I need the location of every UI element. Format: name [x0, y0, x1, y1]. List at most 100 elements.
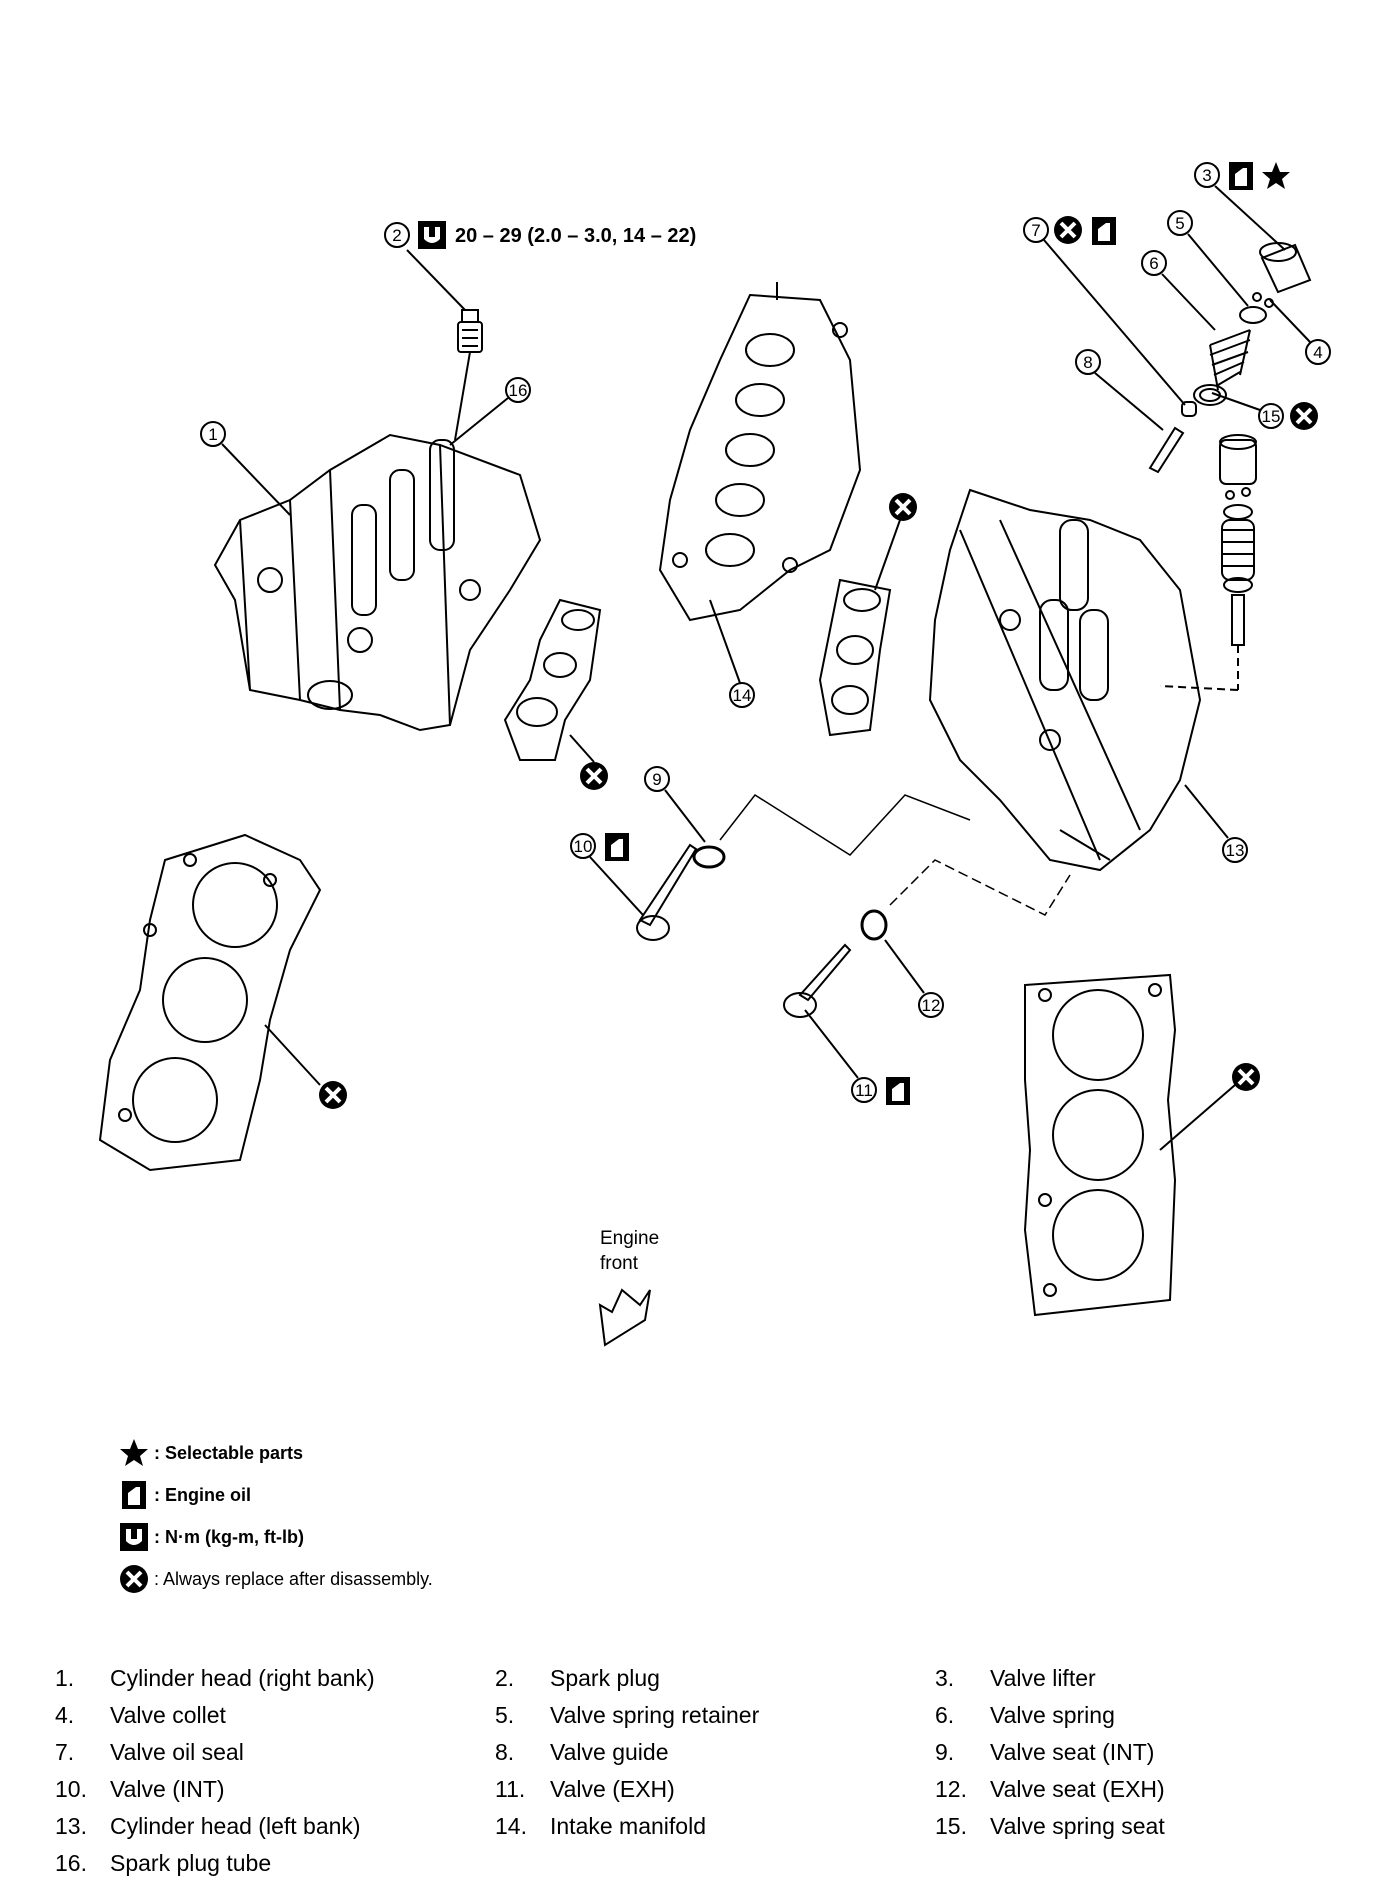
callout-15: 15 — [1211, 392, 1320, 432]
callout-6: 6 — [1141, 250, 1216, 331]
replace-x-icon — [578, 760, 610, 792]
callout-16: 16 — [449, 377, 531, 446]
valve-spring-seat — [1193, 384, 1227, 406]
svg-text:16: 16 — [509, 381, 528, 400]
valve-seat-int — [692, 845, 726, 869]
list-item-row: 7.Valve oil seal 8.Valve guide 9.Valve s… — [55, 1734, 1375, 1771]
callout-8: 8 — [1075, 349, 1164, 431]
replace-x-icon — [317, 1079, 349, 1111]
intake-gasket-left — [818, 578, 892, 737]
callout-10: 10 — [570, 833, 644, 916]
intake-manifold — [658, 282, 862, 622]
legend-item-torque: : N·m (kg-m, ft-lb) — [118, 1516, 433, 1558]
list-item: 13.Cylinder head (left bank) — [55, 1813, 361, 1839]
valve-oil-seal — [1181, 401, 1197, 417]
torque-wrench-icon — [120, 1523, 148, 1551]
valve-exh — [783, 943, 852, 1018]
list-item: 11.Valve (EXH) — [495, 1776, 675, 1802]
star-icon — [120, 1439, 148, 1466]
oil-can-icon — [1092, 217, 1116, 245]
valve-int — [636, 843, 698, 941]
callout-5: 5 — [1167, 210, 1249, 307]
oil-can-icon — [1229, 162, 1253, 190]
torque-spec: 20 – 29 (2.0 – 3.0, 14 – 22) — [455, 225, 696, 247]
callout-3: 3 — [1194, 162, 1290, 251]
oil-can-icon — [886, 1077, 910, 1105]
replace-x-icon — [1052, 214, 1084, 246]
callout-13: 13 — [1184, 784, 1248, 863]
valve-lifter — [1259, 242, 1312, 294]
replace-x-icon — [1230, 1061, 1262, 1093]
valve-spring-retainer — [1239, 306, 1267, 324]
svg-text:8: 8 — [1083, 353, 1092, 372]
svg-text:9: 9 — [652, 770, 661, 789]
torque-wrench-icon — [418, 221, 446, 249]
oil-can-icon — [605, 833, 629, 861]
head-gasket-left — [1023, 973, 1177, 1317]
svg-text:14: 14 — [733, 686, 752, 705]
callout-14: 14 — [709, 599, 755, 708]
callout-4: 4 — [1269, 299, 1331, 365]
list-item: 10.Valve (INT) — [55, 1776, 225, 1802]
cylinder-head-left-bank — [928, 488, 1202, 872]
svg-text:10: 10 — [574, 837, 593, 856]
list-item: 16.Spark plug tube — [55, 1850, 272, 1876]
list-item: 2.Spark plug — [495, 1665, 660, 1691]
svg-text:15: 15 — [1262, 407, 1281, 426]
list-item: 5.Valve spring retainer — [495, 1702, 760, 1728]
oil-can-icon — [122, 1481, 146, 1509]
svg-text:4: 4 — [1313, 343, 1322, 362]
engine-front-arrow-icon — [598, 1288, 651, 1347]
list-item: 15.Valve spring seat — [935, 1813, 1165, 1839]
exploded-view-diagram: 1 2 20 – 29 (2.0 – 3.0, 14 – 22) 3 4 5 6… — [98, 162, 1331, 1347]
list-item: 1.Cylinder head (right bank) — [55, 1665, 375, 1691]
valve-collet — [1252, 292, 1274, 308]
legend: : Selectable parts : Engine oil : N·m (k… — [118, 1432, 433, 1600]
svg-text:13: 13 — [1226, 841, 1245, 860]
list-item: 3.Valve lifter — [935, 1665, 1096, 1691]
valve-spring — [1209, 329, 1251, 391]
svg-text:12: 12 — [922, 996, 941, 1015]
legend-item-replace: : Always replace after disassembly. — [118, 1558, 433, 1600]
svg-text:11: 11 — [855, 1081, 873, 1100]
list-item: 9.Valve seat (INT) — [935, 1739, 1155, 1765]
svg-text:5: 5 — [1175, 214, 1184, 233]
list-item-row: 13.Cylinder head (left bank) 14.Intake m… — [55, 1808, 1375, 1845]
svg-text:3: 3 — [1202, 166, 1211, 185]
list-item: 8.Valve guide — [495, 1739, 669, 1765]
callout-12: 12 — [884, 939, 944, 1018]
list-item-row: 1.Cylinder head (right bank) 2.Spark plu… — [55, 1660, 1375, 1697]
replace-x-icon — [1288, 400, 1320, 432]
valve-stack-assembled — [1159, 434, 1257, 691]
list-item: 6.Valve spring — [935, 1702, 1115, 1728]
valve-guide — [1148, 426, 1185, 474]
svg-text:2: 2 — [392, 226, 401, 245]
list-item-row: 4.Valve collet 5.Valve spring retainer 6… — [55, 1697, 1375, 1734]
dashed-guide-lines — [719, 794, 1071, 916]
spark-plug — [454, 309, 483, 441]
engine-front-label: Engine front — [600, 1228, 660, 1274]
svg-text:7: 7 — [1031, 221, 1040, 240]
head-gasket-right — [98, 833, 322, 1172]
callout-9: 9 — [644, 766, 706, 843]
callout-number: 1 — [208, 425, 217, 444]
list-item: 12.Valve seat (EXH) — [935, 1776, 1165, 1802]
list-item: 7.Valve oil seal — [55, 1739, 244, 1765]
cylinder-head-right-bank — [213, 433, 542, 732]
callout-1: 1 — [200, 421, 291, 516]
star-icon — [1262, 162, 1290, 189]
valve-seat-exh — [860, 909, 888, 941]
legend-item-engine-oil: : Engine oil — [118, 1474, 433, 1516]
replace-x-icon — [887, 491, 919, 523]
callout-7: 7 — [1023, 214, 1186, 406]
list-item-row: 10.Valve (INT) 11.Valve (EXH) 12.Valve s… — [55, 1771, 1375, 1808]
list-item: 14.Intake manifold — [495, 1813, 706, 1839]
callout-2: 2 20 – 29 (2.0 – 3.0, 14 – 22) — [384, 221, 696, 311]
list-item-row: 16.Spark plug tube — [55, 1845, 1375, 1882]
callout-11: 11 — [804, 1009, 910, 1105]
replace-x-icon — [118, 1563, 150, 1595]
svg-text:6: 6 — [1149, 254, 1158, 273]
parts-list: 1.Cylinder head (right bank) 2.Spark plu… — [55, 1660, 1375, 1882]
list-item: 4.Valve collet — [55, 1702, 226, 1728]
intake-gasket-right — [503, 598, 602, 761]
